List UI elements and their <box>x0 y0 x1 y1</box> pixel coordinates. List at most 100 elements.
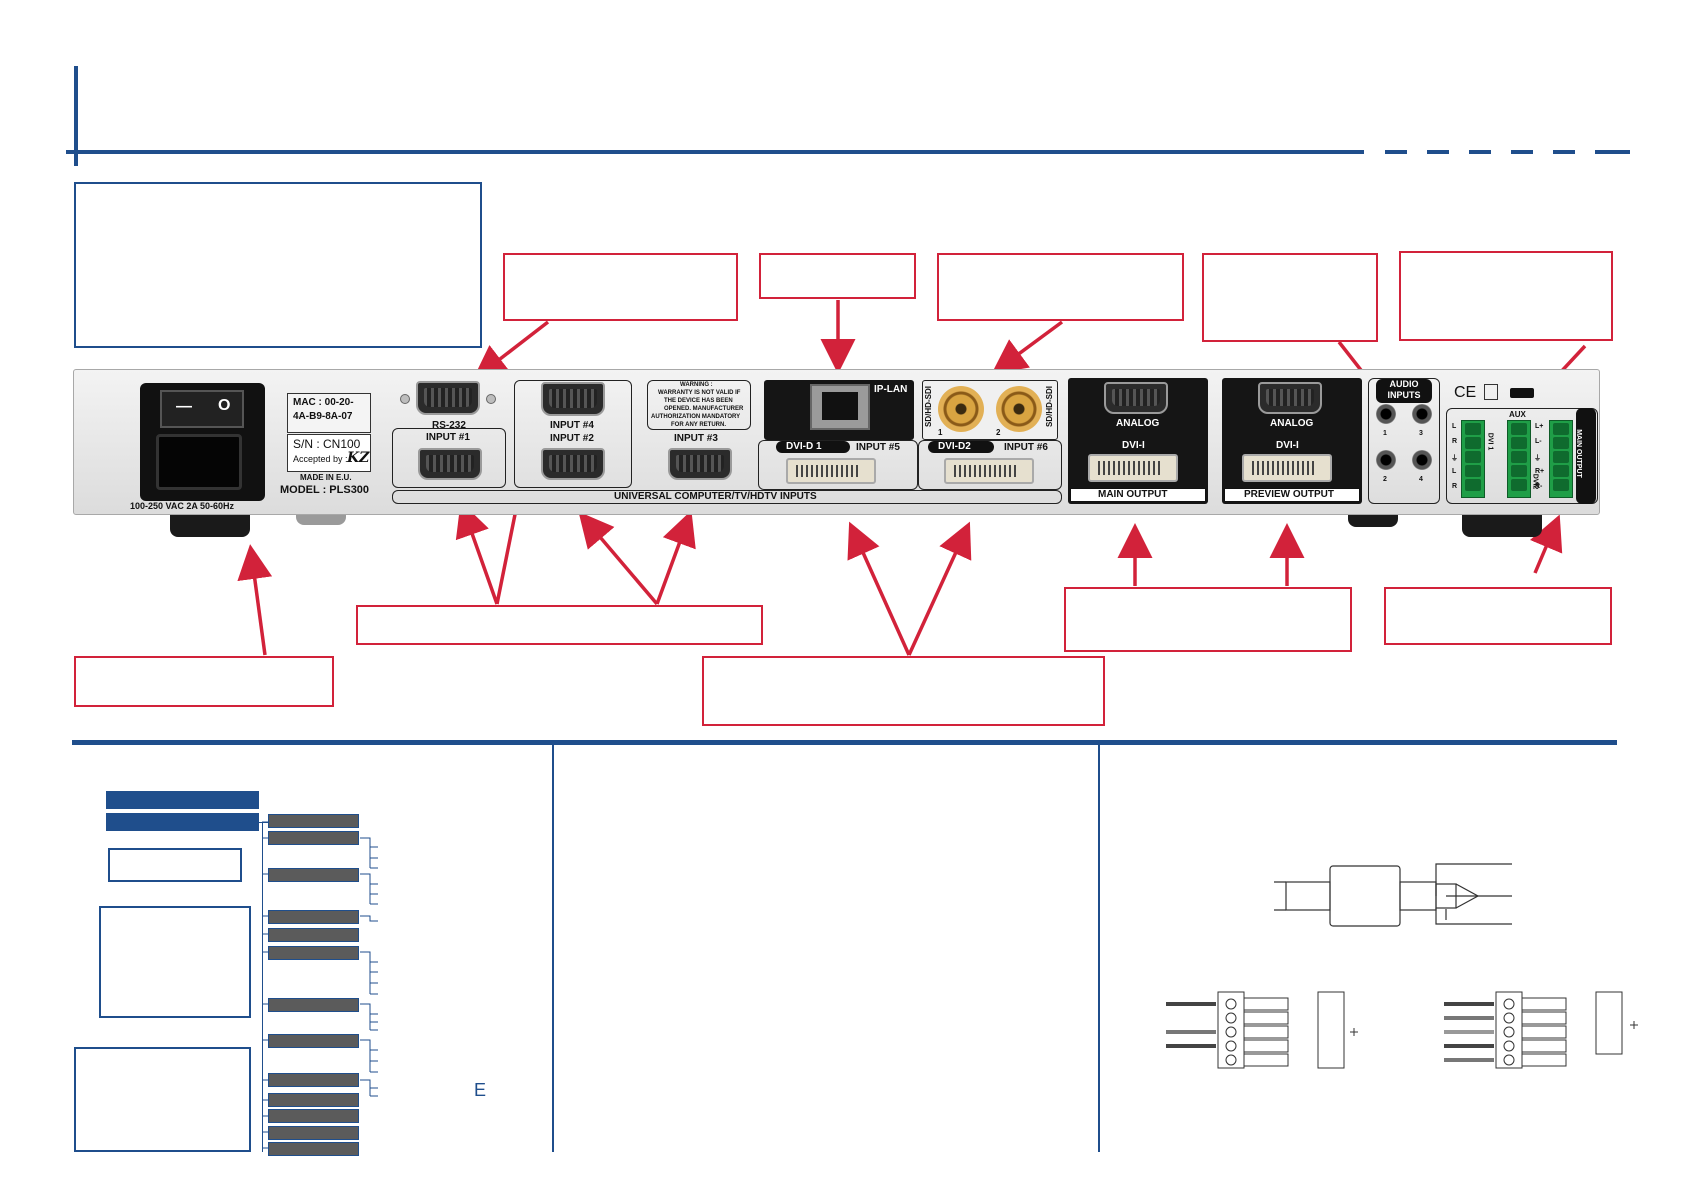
input1-label: INPUT #1 <box>426 432 470 443</box>
header-dash-5 <box>1553 150 1575 154</box>
header-rule <box>66 150 1364 154</box>
preview-analog-label: ANALOG <box>1270 418 1314 429</box>
universal-inputs-band <box>392 490 1062 504</box>
column-divider-2 <box>1098 745 1100 1152</box>
rs232-label: RS-232 <box>432 420 466 431</box>
main-output-label: MAIN OUTPUT <box>1098 489 1168 500</box>
main-output-band <box>1070 488 1206 502</box>
callout-outputs <box>1064 587 1352 652</box>
menu-item-12[interactable] <box>268 1126 359 1140</box>
audio-inputs-label: AUDIO INPUTS <box>1387 379 1421 400</box>
input5-label: INPUT #5 <box>856 442 900 453</box>
lr-right-3: R+ <box>1535 468 1545 475</box>
audio-jack-num-1: 1 <box>1383 430 1387 437</box>
menu-box-medium <box>99 906 251 1018</box>
lr-left-1: R <box>1452 438 1458 445</box>
arrow-in1 <box>455 501 499 605</box>
audio-jack-num-3: 3 <box>1419 430 1423 437</box>
preview-dvi-i-port <box>1242 454 1332 482</box>
lr-right-0: L+ <box>1535 423 1544 430</box>
universal-inputs-label: UNIVERSAL COMPUTER/TV/HDTV INPUTS <box>614 491 817 502</box>
arrow-power <box>237 544 273 656</box>
rs232-port <box>416 381 480 415</box>
aux-label: AUX <box>1509 410 1526 419</box>
audio-jack-num-4: 4 <box>1419 476 1423 483</box>
intro-box <box>74 182 482 348</box>
header-dash-1 <box>1385 150 1407 154</box>
dvi-input-frame-2 <box>918 440 1062 490</box>
sn-sticker <box>287 434 371 472</box>
model-label: MODEL : PLS300 <box>280 484 370 496</box>
aux-terminal-dvi2 <box>1507 420 1531 498</box>
power-rating: 100-250 VAC 2A 50-60Hz <box>130 501 235 511</box>
dvi-d2-label: DVI-D2 <box>938 441 971 452</box>
menu-item-1[interactable] <box>268 814 359 828</box>
device-foot-3 <box>1348 515 1398 527</box>
preview-analog-port <box>1258 382 1322 414</box>
menu-item-5[interactable] <box>268 928 359 942</box>
menu-item-4[interactable] <box>268 910 359 924</box>
warning-4: AUTHORIZATION MANDATORY <box>651 414 741 420</box>
menu-item-8[interactable] <box>268 1034 359 1048</box>
warning-1: WARRANTY IS NOT VALID IF <box>658 390 741 396</box>
mac-line-2: 4A-B9-8A-07 <box>293 411 353 422</box>
input4-2-frame <box>514 380 632 488</box>
pls300-rear-panel: — O 100-250 VAC 2A 50-60Hz MAC : 00-20- … <box>73 369 1600 515</box>
header-dash-2 <box>1427 150 1449 154</box>
header-dash-3 <box>1469 150 1491 154</box>
accepted-mark: KZ <box>347 450 370 466</box>
device-foot-2 <box>296 515 346 525</box>
arrow-sdi <box>991 320 1064 375</box>
power-switch-off: — <box>176 398 192 415</box>
section-rule <box>72 740 1617 745</box>
menu-item-7[interactable] <box>268 998 359 1012</box>
arrow-dvi2 <box>907 521 972 656</box>
callout-power <box>74 656 334 707</box>
aux-terminal-dvi1 <box>1461 420 1485 498</box>
main-dvi-i-port <box>1088 454 1178 482</box>
warning-0: WARNING : <box>680 382 713 388</box>
warning-5: FOR ANY RETURN. <box>671 422 727 428</box>
mac-sticker <box>287 393 371 433</box>
arrow-in3 <box>655 510 696 605</box>
power-switch <box>160 390 244 428</box>
header-left-rule <box>74 66 78 166</box>
warning-3: OPENED. MANUFACTURER <box>664 406 744 412</box>
callout-sdi <box>937 253 1184 321</box>
main-analog-label: ANALOG <box>1116 418 1160 429</box>
input4-label: INPUT #4 <box>550 420 594 431</box>
audio-jack-3 <box>1412 404 1432 424</box>
menu-header-bar-2 <box>106 813 259 831</box>
audio-inputs-frame <box>1368 378 1440 504</box>
audio-jack-num-2: 2 <box>1383 476 1387 483</box>
menu-box-small <box>108 848 242 882</box>
lr-left-4: R <box>1452 483 1458 490</box>
iec-socket <box>156 434 242 490</box>
menu-box-large <box>74 1047 251 1152</box>
callout-rs232 <box>503 253 738 321</box>
callout-aux <box>1399 251 1613 341</box>
ip-lan-label: IP-LAN <box>874 384 908 395</box>
lr-left-0: L <box>1452 423 1457 430</box>
preview-dvi-i-label: DVI-I <box>1276 440 1299 451</box>
preview-output-label: PREVIEW OUTPUT <box>1244 489 1335 500</box>
audio-jack-4 <box>1412 450 1432 470</box>
audio-inputs-tab <box>1376 379 1432 403</box>
menu-item-13[interactable] <box>268 1142 359 1156</box>
menu-item-6[interactable] <box>268 946 359 960</box>
dvi-d1-port <box>786 458 876 484</box>
lr-right-2: ⏚ <box>1534 455 1541 462</box>
menu-header-bar-1 <box>106 791 259 809</box>
callout-universal-inputs <box>356 605 763 645</box>
menu-item-3[interactable] <box>268 868 359 882</box>
ce-mark: CE <box>1454 384 1477 401</box>
arrow-rs232 <box>472 320 550 381</box>
kensington-slot-icon <box>1510 388 1534 398</box>
header-dash-6 <box>1595 150 1630 154</box>
sdi-bnc-1 <box>938 386 984 432</box>
main-analog-port <box>1104 382 1168 414</box>
dvi-d1-label: DVI-D 1 <box>786 441 822 452</box>
warning-2: THE DEVICE HAS BEEN <box>664 398 733 404</box>
arrow-dvi1 <box>847 521 911 656</box>
